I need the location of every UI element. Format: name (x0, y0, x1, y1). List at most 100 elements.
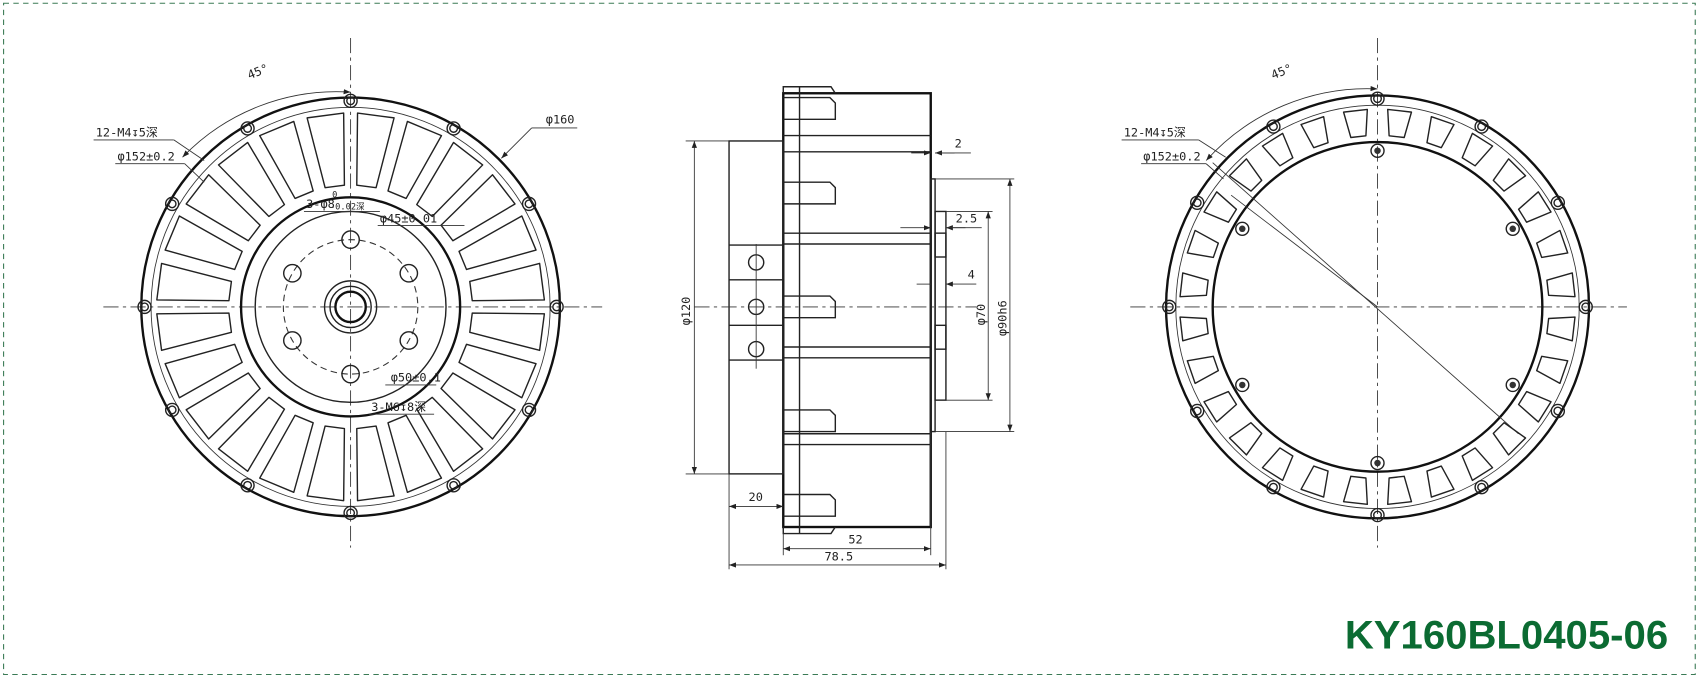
bolt-boss (521, 402, 537, 418)
cooling-slot (1492, 158, 1527, 192)
bolt-boss (240, 478, 255, 493)
hub-hole (341, 230, 360, 250)
cooling-slot (156, 262, 233, 302)
dia-90-label: φ90h6 (996, 300, 1010, 336)
bolt-hole (167, 405, 177, 415)
mount-hole-center (1239, 381, 1246, 389)
cooling-slot (259, 414, 314, 494)
cooling-slot (1203, 191, 1238, 223)
pin-tol-lower: -0.02深 (330, 201, 365, 212)
inner-dia-label: φ45±0.01 (380, 211, 437, 225)
cooling-slot (1300, 465, 1329, 498)
cooling-slot (1536, 229, 1569, 259)
cooling-slot (458, 215, 537, 271)
mount-hole (1370, 455, 1385, 471)
cooling-slot (356, 425, 395, 502)
cooling-slot (440, 174, 516, 242)
cooling-slot (259, 120, 314, 200)
side-view: φ120 2 2.5 4 φ70 φ90h6 20 52 78.5 (679, 86, 1015, 570)
cooling-slot (1186, 229, 1220, 259)
mount-hole-center (1509, 225, 1517, 233)
hub-hole (341, 364, 360, 384)
hub-hole (282, 263, 302, 283)
mount-hole (1235, 221, 1250, 237)
dim-20-label: 20 (749, 490, 763, 504)
cooling-slot (1179, 272, 1209, 298)
bolt-boss (521, 196, 537, 212)
dia-70-label: φ70 (974, 304, 988, 326)
cooling-slot (306, 112, 346, 189)
side-keyway (783, 493, 837, 517)
dim-78-5-label: 78.5 (824, 550, 853, 564)
mount-hole (1235, 377, 1250, 393)
cooling-slot (1186, 355, 1220, 385)
dia-120-label: φ120 (679, 297, 693, 326)
bolt-hole (1477, 122, 1487, 132)
rear-view: 45° 12-M4↧5深 φ152±0.2 (1121, 37, 1627, 548)
cooling-slot (164, 215, 243, 271)
cooling-slot (1342, 475, 1369, 506)
bolt-hole (1192, 406, 1202, 416)
side-keyway (783, 409, 837, 433)
cooling-slot (1536, 355, 1569, 385)
mount-hole (1505, 221, 1520, 237)
cooling-slot (1517, 191, 1552, 223)
dim-4-label: 4 (968, 268, 975, 282)
cooling-slot (217, 141, 286, 218)
dim-2-label: 2 (955, 136, 962, 150)
bolt-boss (164, 196, 180, 212)
cooling-slot (164, 343, 243, 399)
bolt-boss (1474, 119, 1489, 134)
cooling-slot (1228, 158, 1263, 192)
pin-tol-upper: 0 (332, 190, 337, 200)
bolt-hole (449, 480, 459, 490)
bolt-boss (1370, 507, 1385, 523)
cooling-slot (1517, 390, 1552, 423)
bolt-boss (137, 299, 152, 315)
bolt-boss (1550, 403, 1566, 419)
bolt-hole (167, 199, 177, 209)
dim-52-label: 52 (848, 532, 862, 546)
front-angle-label: 45° (245, 61, 270, 82)
bolt-hole (346, 508, 356, 518)
cooling-slot (1426, 465, 1455, 498)
cooling-slot (306, 425, 346, 502)
bolt-boss (1189, 195, 1205, 210)
bolt-boss (343, 505, 358, 521)
bolt-hole (140, 302, 150, 312)
cooling-slot (1387, 475, 1413, 506)
bolt-hole (1553, 406, 1563, 416)
bolt-hole (1553, 198, 1563, 208)
center-threads-label: 3-M6↧8深 (371, 400, 426, 414)
bolt-boss (549, 299, 564, 315)
cooling-slot (387, 414, 443, 494)
cooling-slot (1228, 421, 1263, 456)
front-outer-dia-label: φ160 (546, 113, 575, 127)
cooling-slot (469, 312, 546, 352)
cooling-slot (1300, 115, 1329, 149)
bolt-hole (524, 405, 534, 415)
cooling-slot (1546, 316, 1576, 342)
pcd-label: φ50±0.1 (391, 371, 441, 385)
hub-hole (399, 263, 419, 283)
hub-hole (282, 331, 302, 350)
cooling-slot (1203, 390, 1238, 423)
cooling-slot (217, 396, 286, 472)
side-keyway (783, 96, 837, 120)
bolt-hole (1373, 510, 1383, 520)
front-view: 45° 12-M4↧5深 φ152±0.2 φ160 3-φ8 0 -0.02深… (93, 37, 603, 548)
sheet-border (3, 2, 1696, 676)
cooling-slot (356, 112, 395, 189)
bolt-boss (164, 402, 180, 418)
bolt-boss (446, 478, 461, 493)
cooling-slot (387, 120, 443, 200)
dim-2-5-label: 2.5 (956, 211, 978, 225)
cooling-slot (440, 372, 516, 440)
bolt-boss (1578, 299, 1593, 315)
cooling-slot (416, 396, 484, 472)
bolt-boss (1266, 479, 1281, 495)
cooling-slot (185, 174, 261, 242)
bolt-boss (1550, 195, 1566, 210)
